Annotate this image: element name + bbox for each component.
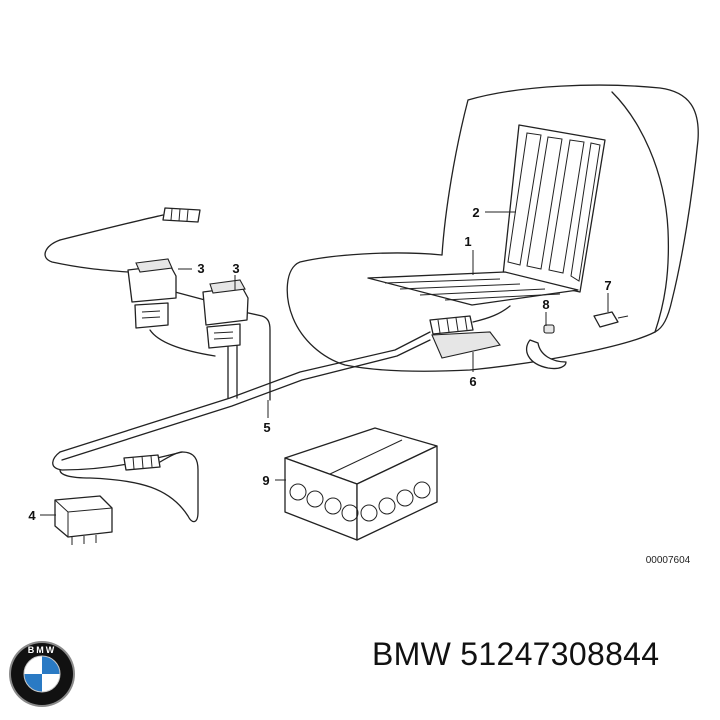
harness-plug	[123, 454, 161, 471]
callout-3-right: 3	[232, 261, 239, 276]
switch-left	[127, 258, 177, 329]
callout-6: 6	[469, 374, 476, 389]
callout-labels: 1 2 3 3 4 5 6 7 8 9	[28, 205, 611, 523]
clip-part	[525, 324, 567, 370]
top-plug	[59, 207, 201, 241]
control-unit	[284, 427, 438, 541]
leader-lines	[40, 211, 609, 516]
callout-8: 8	[542, 297, 549, 312]
callout-1: 1	[464, 234, 471, 249]
relay	[54, 495, 113, 545]
bmw-logo-lettering: BMW	[28, 645, 57, 655]
callout-7: 7	[604, 278, 611, 293]
callout-2: 2	[472, 205, 479, 220]
backrest-heating-element	[502, 124, 606, 293]
part-caption: BMW 51247308844	[372, 636, 660, 672]
callout-4: 4	[28, 508, 36, 523]
seat-heating-element	[367, 271, 579, 306]
seat-outline	[286, 84, 699, 372]
connector-bracket	[429, 305, 511, 359]
callout-5: 5	[263, 420, 270, 435]
callout-9: 9	[262, 473, 269, 488]
callout-3-left: 3	[197, 261, 204, 276]
drawing-reference: 00007604	[646, 555, 691, 566]
switch-right	[202, 279, 249, 349]
bmw-logo: BMW	[9, 641, 75, 707]
small-connector	[593, 311, 629, 328]
